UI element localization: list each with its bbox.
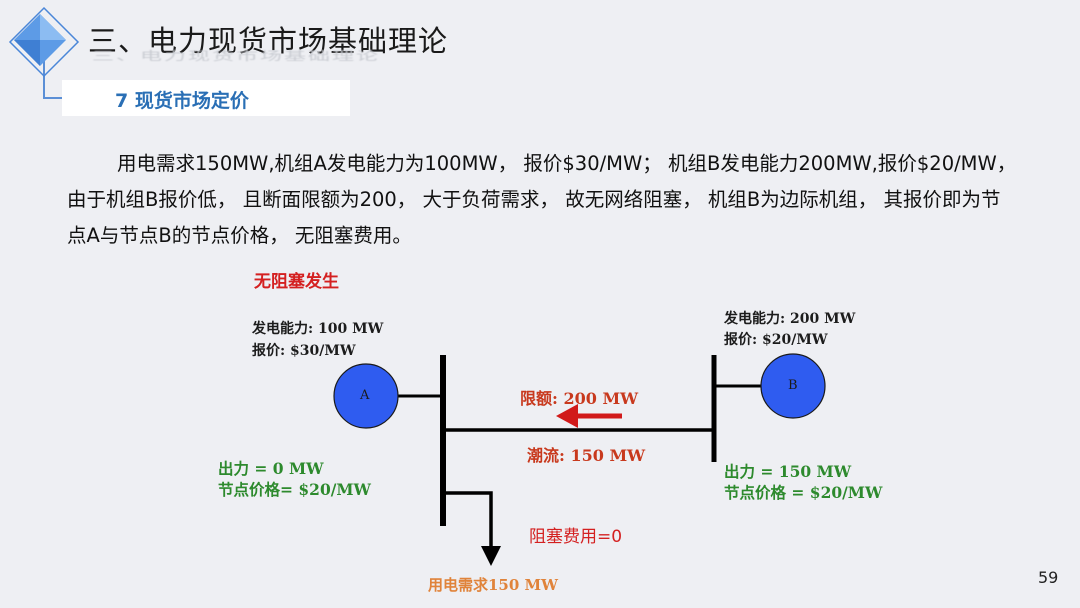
gen-b-letter: B — [788, 378, 798, 393]
load-line — [443, 491, 493, 548]
congestion-status: 无阻塞发生 — [254, 272, 339, 292]
gen-a-capacity: 发电能力: 100 MW — [252, 321, 384, 337]
line-limit-label: 限额: 200 MW — [520, 389, 639, 408]
page-number: 59 — [1038, 568, 1059, 587]
page-title: 三、电力现货市场基础理论 — [88, 24, 449, 58]
gen-a-letter: A — [360, 388, 370, 403]
gen-b-price: 报价: $20/MW — [724, 332, 828, 348]
section-box — [62, 80, 350, 116]
gen-b-node-price: 节点价格 = $20/MW — [724, 483, 883, 502]
diamond-outline-icon — [8, 6, 80, 78]
gen-a-node-price: 节点价格= $20/MW — [218, 480, 371, 499]
gen-b-node — [760, 353, 826, 419]
gen-a-output: 出力 = 0 MW — [218, 459, 324, 478]
gen-a-node — [333, 363, 399, 429]
gen-a-price: 报价: $30/MW — [252, 343, 356, 359]
page-title-reflection: 三、电力现货市场基础理论 — [92, 49, 381, 64]
demand-label: 用电需求150 MW — [428, 576, 558, 594]
section-title: 7 现货市场定价 — [115, 90, 249, 112]
body-paragraph: 用电需求150MW,机组A发电能力为100MW， 报价$30/MW； 机组B发电… — [67, 152, 1017, 247]
load-arrow-icon — [481, 546, 501, 566]
gen-b-output: 出力 = 150 MW — [724, 462, 852, 481]
line-flow-label: 潮流: 150 MW — [527, 446, 646, 465]
congestion-fee: 阻塞费用=0 — [529, 527, 623, 547]
gen-b-capacity: 发电能力: 200 MW — [724, 311, 856, 327]
flow-arrow-icon — [556, 404, 578, 428]
